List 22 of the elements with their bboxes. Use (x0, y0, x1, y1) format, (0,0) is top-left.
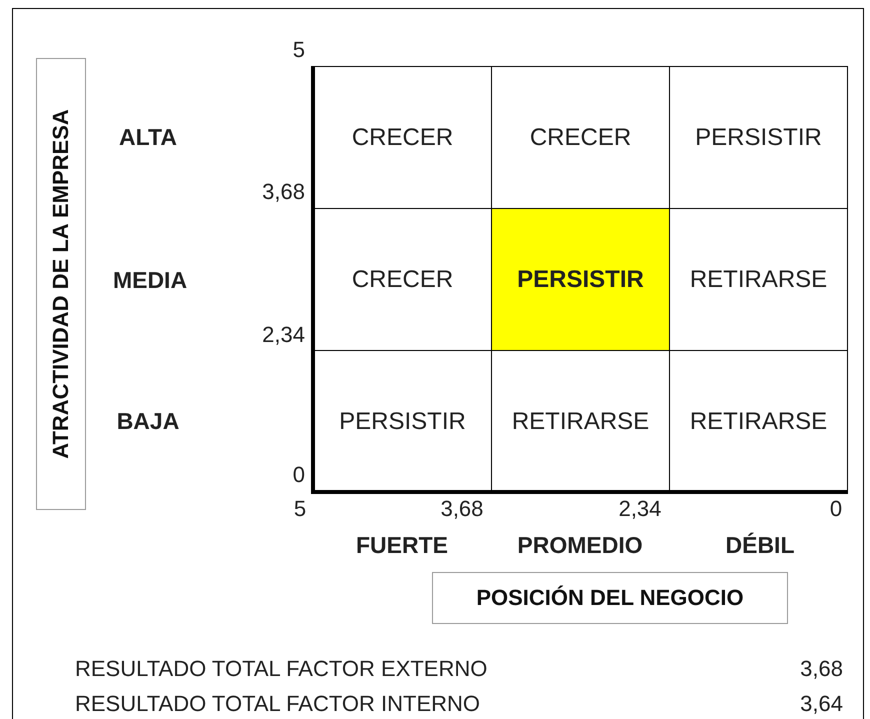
matrix-cell: PERSISTIR (491, 208, 670, 351)
axis-title-box: ATRACTIVIDAD DE LA EMPRESA (36, 58, 86, 510)
result-label: RESULTADO TOTAL FACTOR EXTERNO (75, 656, 488, 682)
row-label: BAJA (116, 408, 180, 435)
axis-tick-value: 5 (294, 496, 306, 522)
axis-title-box: POSICIÓN DEL NEGOCIO (432, 572, 788, 624)
axis-tick-value: 0 (830, 496, 842, 522)
axis-tick-value: 3,68 (440, 496, 484, 522)
axis-tick-value: 0 (292, 462, 305, 488)
axis-tick-value: 2,34 (262, 322, 305, 348)
column-label: FUERTE (356, 532, 448, 559)
axis-tick-value: 2,34 (618, 496, 662, 522)
row-label: ALTA (119, 124, 177, 151)
axis-tick-value: 5 (292, 37, 305, 63)
result-label: RESULTADO TOTAL FACTOR INTERNO (75, 691, 480, 717)
column-label: DÉBIL (726, 532, 794, 559)
column-label: PROMEDIO (517, 532, 643, 559)
matrix-cell: PERSISTIR (669, 66, 848, 209)
row-label: MEDIA (112, 267, 188, 294)
axis-tick-value: 3,68 (262, 179, 305, 205)
result-value: 3,64 (800, 691, 843, 717)
result-value: 3,68 (800, 656, 843, 682)
